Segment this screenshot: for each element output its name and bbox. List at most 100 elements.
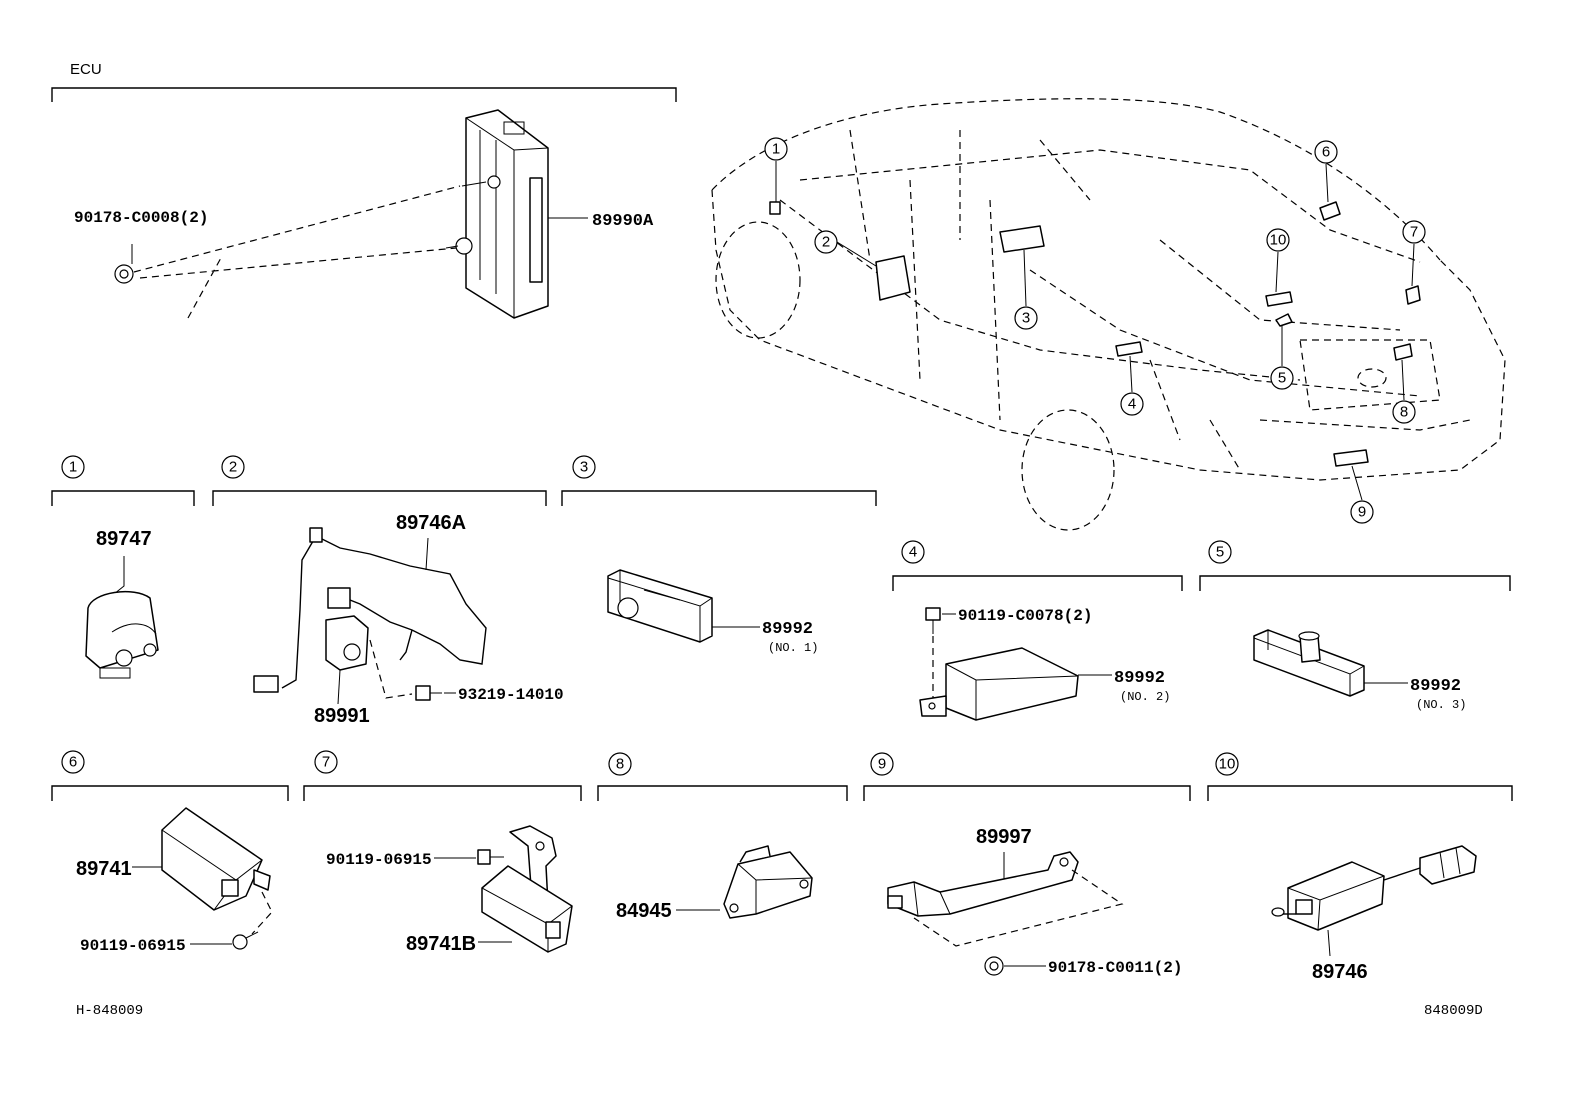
section-9-number: 9 xyxy=(870,752,894,776)
section-10-leader xyxy=(1327,929,1331,957)
svg-text:8: 8 xyxy=(616,756,624,773)
svg-text:3: 3 xyxy=(1022,310,1030,327)
car-callout-8: 8 xyxy=(1392,359,1416,424)
car-callout-10: 10 xyxy=(1266,228,1290,293)
section-6-part-number: 89741 xyxy=(76,858,132,880)
svg-text:7: 7 xyxy=(322,754,330,771)
car-outline-drawing xyxy=(711,98,1506,531)
section-5-bracket xyxy=(1199,575,1511,591)
svg-text:8: 8 xyxy=(1400,404,1408,421)
car-part-2-icon xyxy=(875,255,911,301)
section-6-bolt-icon xyxy=(232,931,259,950)
section-8-bracket xyxy=(597,785,848,801)
svg-text:1: 1 xyxy=(69,459,77,476)
car-part-7-icon xyxy=(1405,285,1421,305)
car-callout-7: 7 xyxy=(1402,220,1426,287)
svg-text:2: 2 xyxy=(229,459,237,476)
ecu-bracket xyxy=(51,87,677,102)
section-2-harness-part-number: 89746A xyxy=(396,512,466,534)
section-7-number: 7 xyxy=(314,750,338,774)
section-3-bracket xyxy=(561,490,877,506)
section-6-bracket xyxy=(51,785,289,801)
section-2-bolt-dash xyxy=(369,639,413,699)
section-6-bolt-dash xyxy=(251,891,273,935)
section-10-bracket xyxy=(1207,785,1513,801)
section-10-part-number: 89746 xyxy=(1312,961,1368,983)
car-callout-6: 6 xyxy=(1314,140,1338,203)
section-7-part-number: 89741B xyxy=(406,933,476,955)
car-part-8-icon xyxy=(1393,343,1413,361)
section-1-part-number: 89747 xyxy=(96,528,152,550)
section-2-bolt-icon xyxy=(415,685,442,701)
section-3-number: 3 xyxy=(572,455,596,479)
section-5-part-drawing xyxy=(1253,629,1365,697)
svg-text:6: 6 xyxy=(69,754,77,771)
svg-text:1: 1 xyxy=(772,141,780,158)
svg-text:6: 6 xyxy=(1322,144,1330,161)
section-2-bolt-part-number: 93219-14010 xyxy=(458,686,564,704)
ecu-screw-part-number: 90178-C0008(2) xyxy=(74,209,208,227)
car-callout-9: 9 xyxy=(1350,465,1374,524)
section-2-harness-leader xyxy=(425,537,429,571)
ecu-screw-icon xyxy=(114,264,134,284)
section-6-bolt-part-number: 90119-06915 xyxy=(80,937,186,955)
section-1-bracket xyxy=(51,490,195,506)
section-4-note: (NO. 2) xyxy=(1120,690,1170,704)
car-part-9-icon xyxy=(1333,449,1369,467)
footer-right-code: 848009D xyxy=(1424,1003,1483,1019)
section-6-part-drawing xyxy=(161,807,271,911)
section-9-part-number: 89997 xyxy=(976,826,1032,848)
section-4-part-drawing xyxy=(919,647,1079,721)
ecu-main-part-number: 89990A xyxy=(592,212,654,231)
section-8-part-drawing xyxy=(723,845,813,919)
car-part-5-icon xyxy=(1275,313,1293,327)
section-9-clip-icon xyxy=(984,956,1004,976)
section-4-part-number: 89992 xyxy=(1114,669,1165,688)
car-part-4-icon xyxy=(1115,341,1143,357)
svg-text:10: 10 xyxy=(1270,232,1287,249)
section-10-number: 10 xyxy=(1215,752,1239,776)
section-10-part-drawing xyxy=(1271,845,1477,931)
section-2-sensor-leader xyxy=(337,669,341,705)
section-2-harness-drawing xyxy=(253,527,487,693)
car-part-3-icon xyxy=(999,225,1045,253)
section-8-part-number: 84945 xyxy=(616,900,672,922)
section-3-part-number: 89992 xyxy=(762,620,813,639)
section-2-sensor-drawing xyxy=(325,615,369,671)
section-7-bolt-part-number: 90119-06915 xyxy=(326,851,432,869)
section-5-note: (NO. 3) xyxy=(1416,698,1466,712)
svg-text:2: 2 xyxy=(822,234,830,251)
car-callout-4: 4 xyxy=(1120,355,1144,416)
svg-text:4: 4 xyxy=(909,544,917,561)
section-9-dash-lines xyxy=(913,869,1124,947)
car-callout-3: 3 xyxy=(1014,249,1038,330)
svg-text:5: 5 xyxy=(1216,544,1224,561)
section-1-leader xyxy=(113,556,125,595)
section-8-number: 8 xyxy=(608,752,632,776)
section-9-clip-part-number: 90178-C0011(2) xyxy=(1048,959,1182,977)
svg-text:9: 9 xyxy=(1358,504,1366,521)
car-callout-1: 1 xyxy=(764,137,788,202)
section-4-bolt-part-number: 90119-C0078(2) xyxy=(958,607,1092,625)
section-4-bolt-icon xyxy=(925,607,941,634)
svg-text:4: 4 xyxy=(1128,396,1136,413)
svg-text:3: 3 xyxy=(580,459,588,476)
section-6-number: 6 xyxy=(61,750,85,774)
section-7-bolt-icon xyxy=(477,849,504,865)
section-7-part-drawing xyxy=(481,825,573,953)
car-callout-5: 5 xyxy=(1270,326,1294,390)
svg-text:9: 9 xyxy=(878,756,886,773)
footer-left-code: H-848009 xyxy=(76,1003,143,1019)
section-1-number: 1 xyxy=(61,455,85,479)
section-7-bracket xyxy=(303,785,582,801)
ecu-header-label: ECU xyxy=(70,61,102,78)
car-part-10-icon xyxy=(1265,291,1293,307)
section-4-number: 4 xyxy=(901,540,925,564)
section-2-number: 2 xyxy=(221,455,245,479)
section-1-part-drawing xyxy=(85,590,159,679)
section-2-bracket xyxy=(212,490,547,506)
svg-text:7: 7 xyxy=(1410,224,1418,241)
ecu-unit-drawing xyxy=(445,109,549,319)
section-5-number: 5 xyxy=(1208,540,1232,564)
